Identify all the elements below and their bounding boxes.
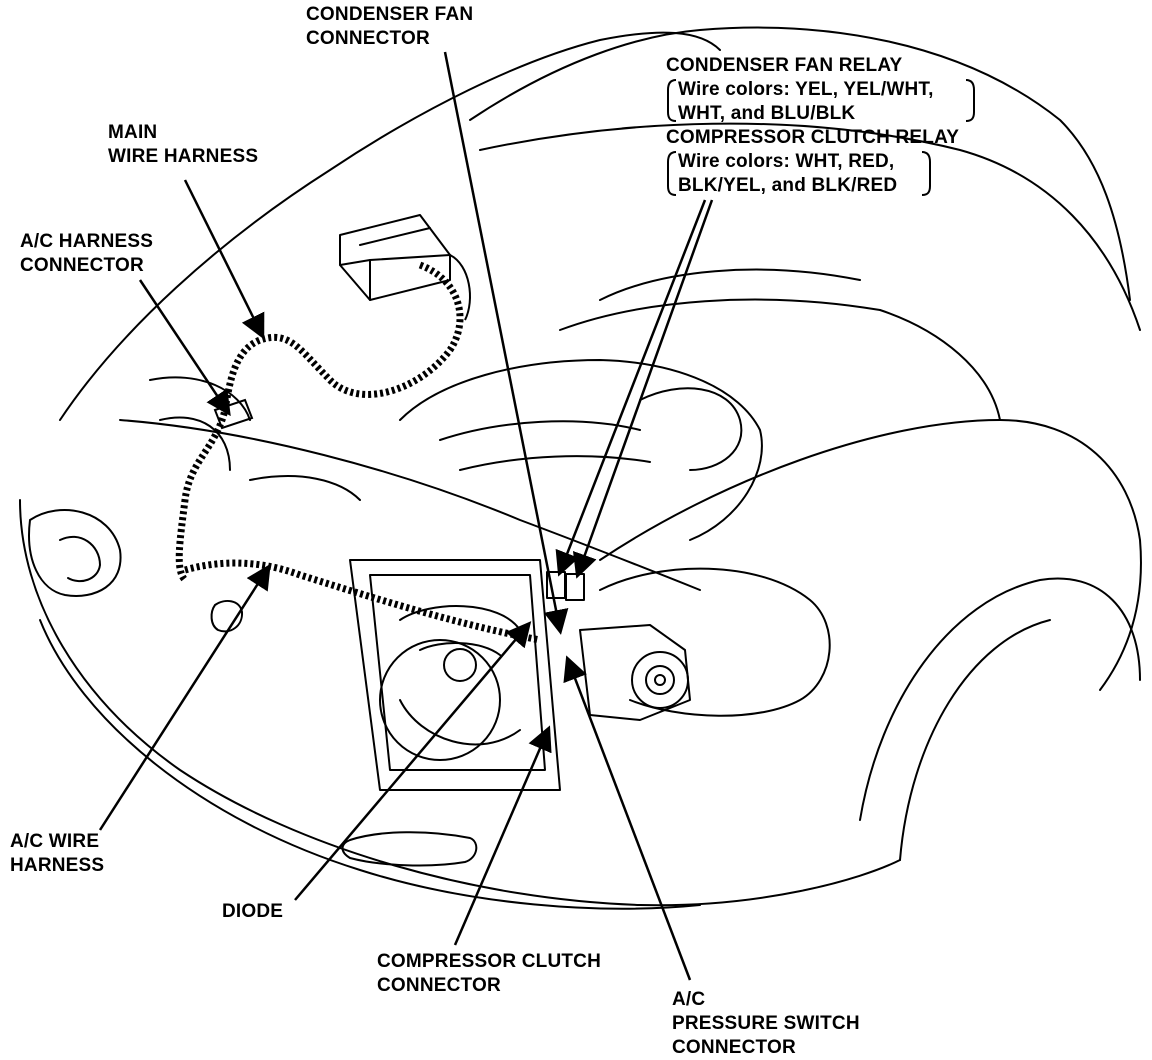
engine-block — [399, 359, 763, 541]
label-compressor-clutch-connector-line1: COMPRESSOR CLUTCH — [377, 951, 602, 972]
ac-wire-harness-drawn — [184, 559, 541, 644]
label-diode: DIODE — [222, 900, 283, 924]
leader-condenser-fan-connector — [443, 51, 569, 635]
front-bumper — [19, 499, 901, 907]
cowl-line — [479, 122, 1141, 331]
label-compressor-clutch-relay-wires-2: BLK/YEL, and BLK/RED — [678, 175, 898, 196]
left-headlight-inner — [59, 535, 101, 583]
grille-slot — [341, 831, 478, 867]
bumper-top-edge — [119, 419, 701, 591]
fog-lamp — [210, 599, 244, 633]
fan-blades — [399, 605, 521, 746]
strut-tower — [639, 387, 743, 471]
leader-compressor-clutch-connector — [453, 725, 552, 946]
left-headlight — [28, 509, 122, 597]
leader-ac-pressure-switch-connector — [563, 655, 692, 981]
leader-condenser-fan-relay — [555, 199, 707, 577]
label-compressor-clutch-relay-wires-1: Wire colors: WHT, RED, — [678, 151, 895, 172]
label-compressor-clutch-relay-title: COMPRESSOR CLUTCH RELAY — [666, 127, 960, 148]
label-ac-wire-harness-line1: A/C WIRE — [10, 831, 100, 852]
leader-ac-harness-connector — [138, 279, 231, 417]
compressor-body — [579, 624, 691, 721]
label-main-wire-harness: MAIN WIRE HARNESS — [108, 121, 258, 169]
label-ac-pressure-switch-connector: A/C PRESSURE SWITCH CONNECTOR — [672, 988, 860, 1060]
label-condenser-fan-relay: CONDENSER FAN RELAY Wire colors: YEL, YE… — [666, 54, 934, 126]
leader-ac-wire-harness — [98, 563, 271, 831]
label-condenser-fan-relay-wires-2: WHT, and BLU/BLK — [678, 103, 856, 124]
label-ac-harness-connector-line2: CONNECTOR — [20, 255, 144, 276]
label-main-wire-harness-line2: WIRE HARNESS — [108, 146, 259, 167]
bumper-lower — [39, 619, 701, 910]
label-condenser-fan-relay-wires-1: Wire colors: YEL, YEL/WHT, — [678, 79, 934, 100]
right-headlight — [599, 567, 831, 717]
label-ac-harness-connector: A/C HARNESS CONNECTOR — [20, 230, 153, 278]
label-compressor-clutch-relay: COMPRESSOR CLUTCH RELAY Wire colors: WHT… — [666, 126, 959, 198]
label-ac-harness-connector-line1: A/C HARNESS — [20, 231, 154, 252]
compressor-clutch-relay — [565, 573, 585, 601]
ac-harness-connector-drawn — [213, 398, 254, 430]
label-ac-wire-harness: A/C WIRE HARNESS — [10, 830, 104, 878]
fan-shroud — [349, 559, 561, 791]
label-condenser-fan-connector-line2: CONNECTOR — [306, 28, 430, 49]
label-compressor-clutch-connector-line2: CONNECTOR — [377, 975, 501, 996]
right-wheel-arch-inner — [899, 619, 1051, 861]
right-fender — [599, 419, 1142, 691]
label-main-wire-harness-line1: MAIN — [108, 122, 158, 143]
label-diode-text: DIODE — [222, 901, 284, 922]
label-ac-pressure-switch-connector-line1: A/C — [672, 989, 706, 1010]
label-condenser-fan-relay-title: CONDENSER FAN RELAY — [666, 55, 903, 76]
compressor-clutch — [631, 651, 689, 709]
label-condenser-fan-connector: CONDENSER FAN CONNECTOR — [306, 3, 473, 51]
main-wire-harness-drawn — [175, 261, 464, 583]
right-wheel-arch — [859, 577, 1141, 821]
leader-main-wire-harness — [183, 179, 265, 340]
label-ac-pressure-switch-connector-line2: PRESSURE SWITCH — [672, 1013, 860, 1034]
fan-hub — [443, 648, 477, 682]
windshield-line — [469, 26, 1131, 301]
label-condenser-fan-connector-line1: CONDENSER FAN — [306, 4, 474, 25]
leader-compressor-clutch-relay — [572, 199, 714, 579]
label-ac-wire-harness-line2: HARNESS — [10, 855, 105, 876]
hood-outline — [59, 31, 721, 421]
label-compressor-clutch-connector: COMPRESSOR CLUTCH CONNECTOR — [377, 950, 601, 998]
leader-diode — [294, 621, 532, 901]
label-ac-pressure-switch-connector-line3: CONNECTOR — [672, 1037, 796, 1058]
